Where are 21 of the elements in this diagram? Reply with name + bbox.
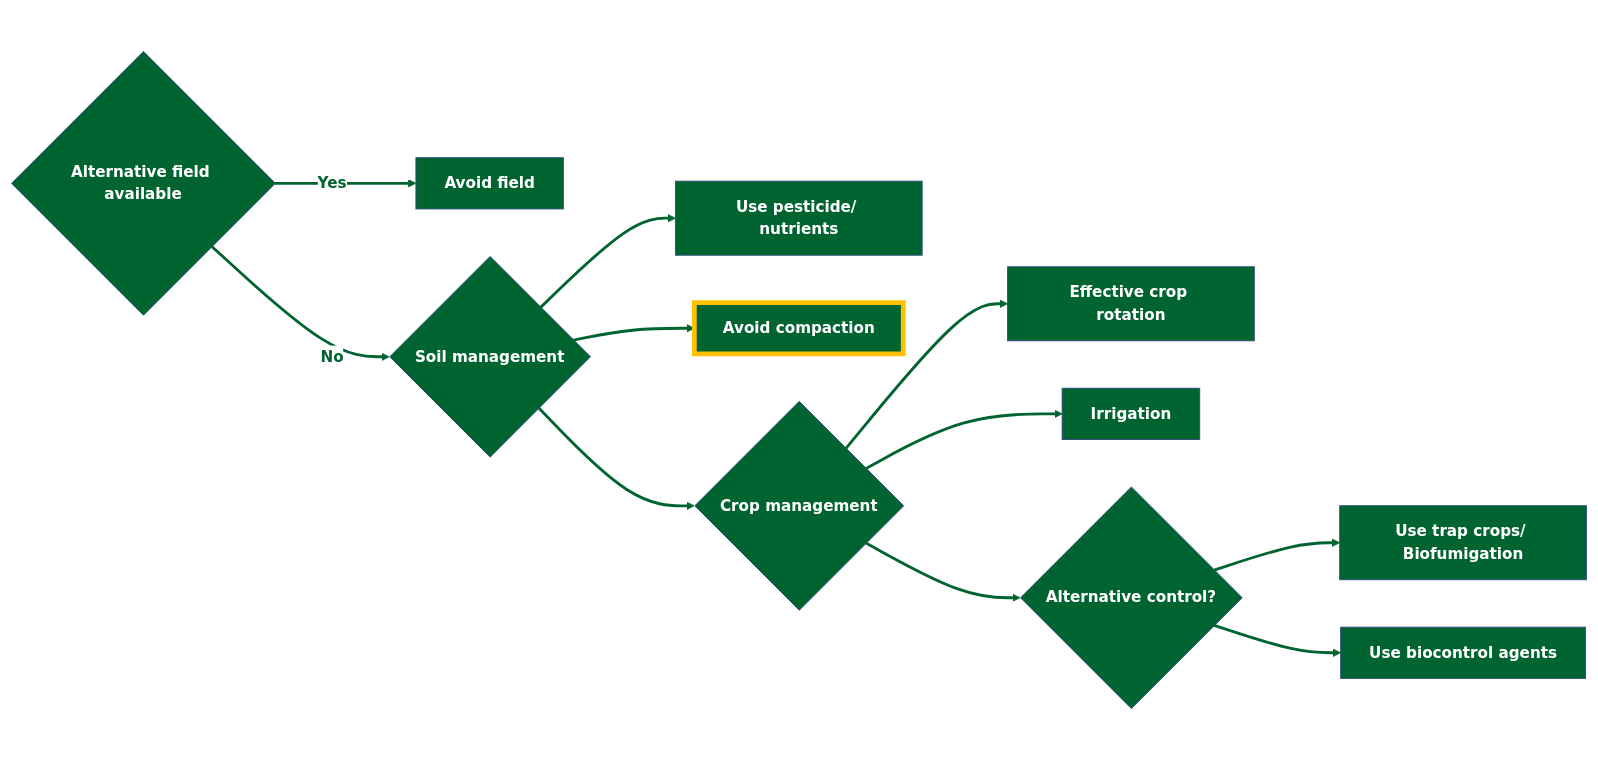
arrow xyxy=(865,409,1063,470)
edge-label: No xyxy=(320,347,344,366)
arrow xyxy=(1213,624,1341,657)
node-box: Use pesticide/ nutrients xyxy=(674,180,923,256)
arrow xyxy=(210,245,390,361)
node-box: Use biocontrol agents xyxy=(1340,626,1586,679)
edge-label: Yes xyxy=(317,173,347,192)
node-box: Avoid compaction xyxy=(692,300,906,357)
node-box: Effective crop rotation xyxy=(1007,266,1255,342)
node-box: Avoid field xyxy=(415,157,564,210)
arrow xyxy=(844,299,1008,450)
node-diamond: Soil management xyxy=(389,255,591,458)
node-box: Irrigation xyxy=(1061,387,1201,440)
arrow xyxy=(539,214,676,309)
arrow xyxy=(865,541,1021,602)
node-diamond: Alternative field available xyxy=(11,50,276,316)
node-diamond: Crop management xyxy=(694,400,905,611)
arrow xyxy=(1213,538,1341,572)
arrow xyxy=(537,407,695,510)
node-diamond: Alternative control? xyxy=(1020,486,1243,710)
node-box: Use trap crops/ Biofumigation xyxy=(1339,505,1587,581)
